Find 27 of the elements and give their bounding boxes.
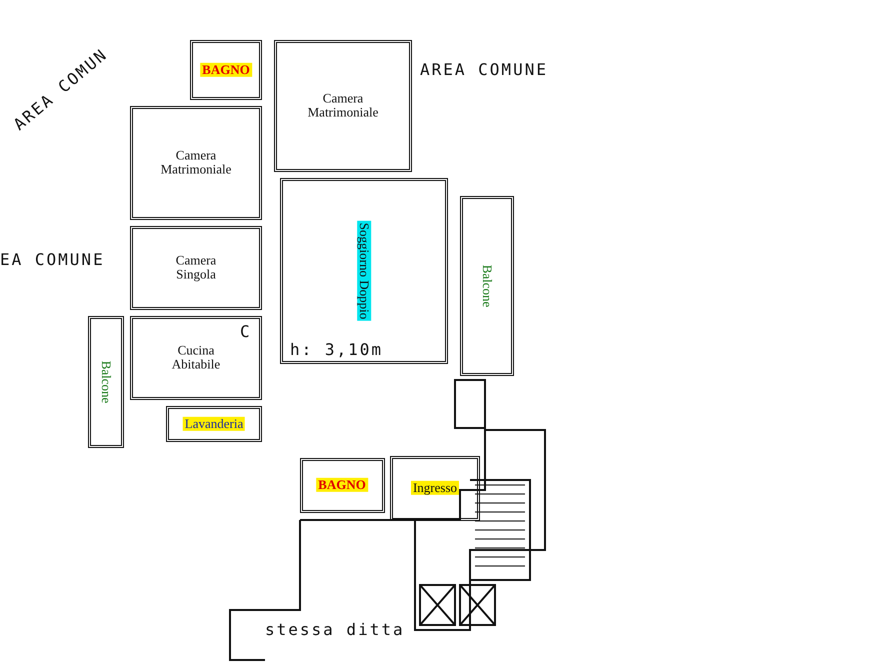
area-label: EA COMUNE [0, 250, 105, 269]
room-label: Ingresso [410, 480, 460, 496]
room-outline [280, 178, 448, 364]
handwritten-note: stessa ditta [265, 620, 405, 639]
room-label: Lavanderia [182, 416, 246, 432]
room-outline [460, 196, 514, 376]
handwritten-mark: C [240, 322, 252, 341]
room-label: Balcone [98, 360, 114, 404]
height-note: h: 3,10m [290, 340, 384, 359]
room-outline [390, 456, 480, 520]
room-outline [274, 40, 412, 172]
area-label: AREA COMUNE [420, 60, 548, 79]
room-label: BAGNO [200, 62, 252, 78]
room-outline [190, 40, 262, 100]
room-outline [88, 316, 124, 448]
room-outline [130, 106, 262, 220]
room-label: Soggiorno Doppio [356, 220, 372, 322]
room-label: Balcone [480, 264, 494, 308]
room-label: Camera Singola [174, 254, 218, 282]
room-outline [300, 458, 384, 512]
room-label: Cucina Abitabile [170, 344, 222, 372]
room-label: Camera Matrimoniale [306, 92, 380, 120]
room-outline [130, 226, 262, 310]
room-label: BAGNO [316, 478, 368, 492]
room-label: Camera Matrimoniale [160, 148, 232, 178]
room-outline [130, 316, 262, 400]
room-outline [166, 406, 262, 442]
